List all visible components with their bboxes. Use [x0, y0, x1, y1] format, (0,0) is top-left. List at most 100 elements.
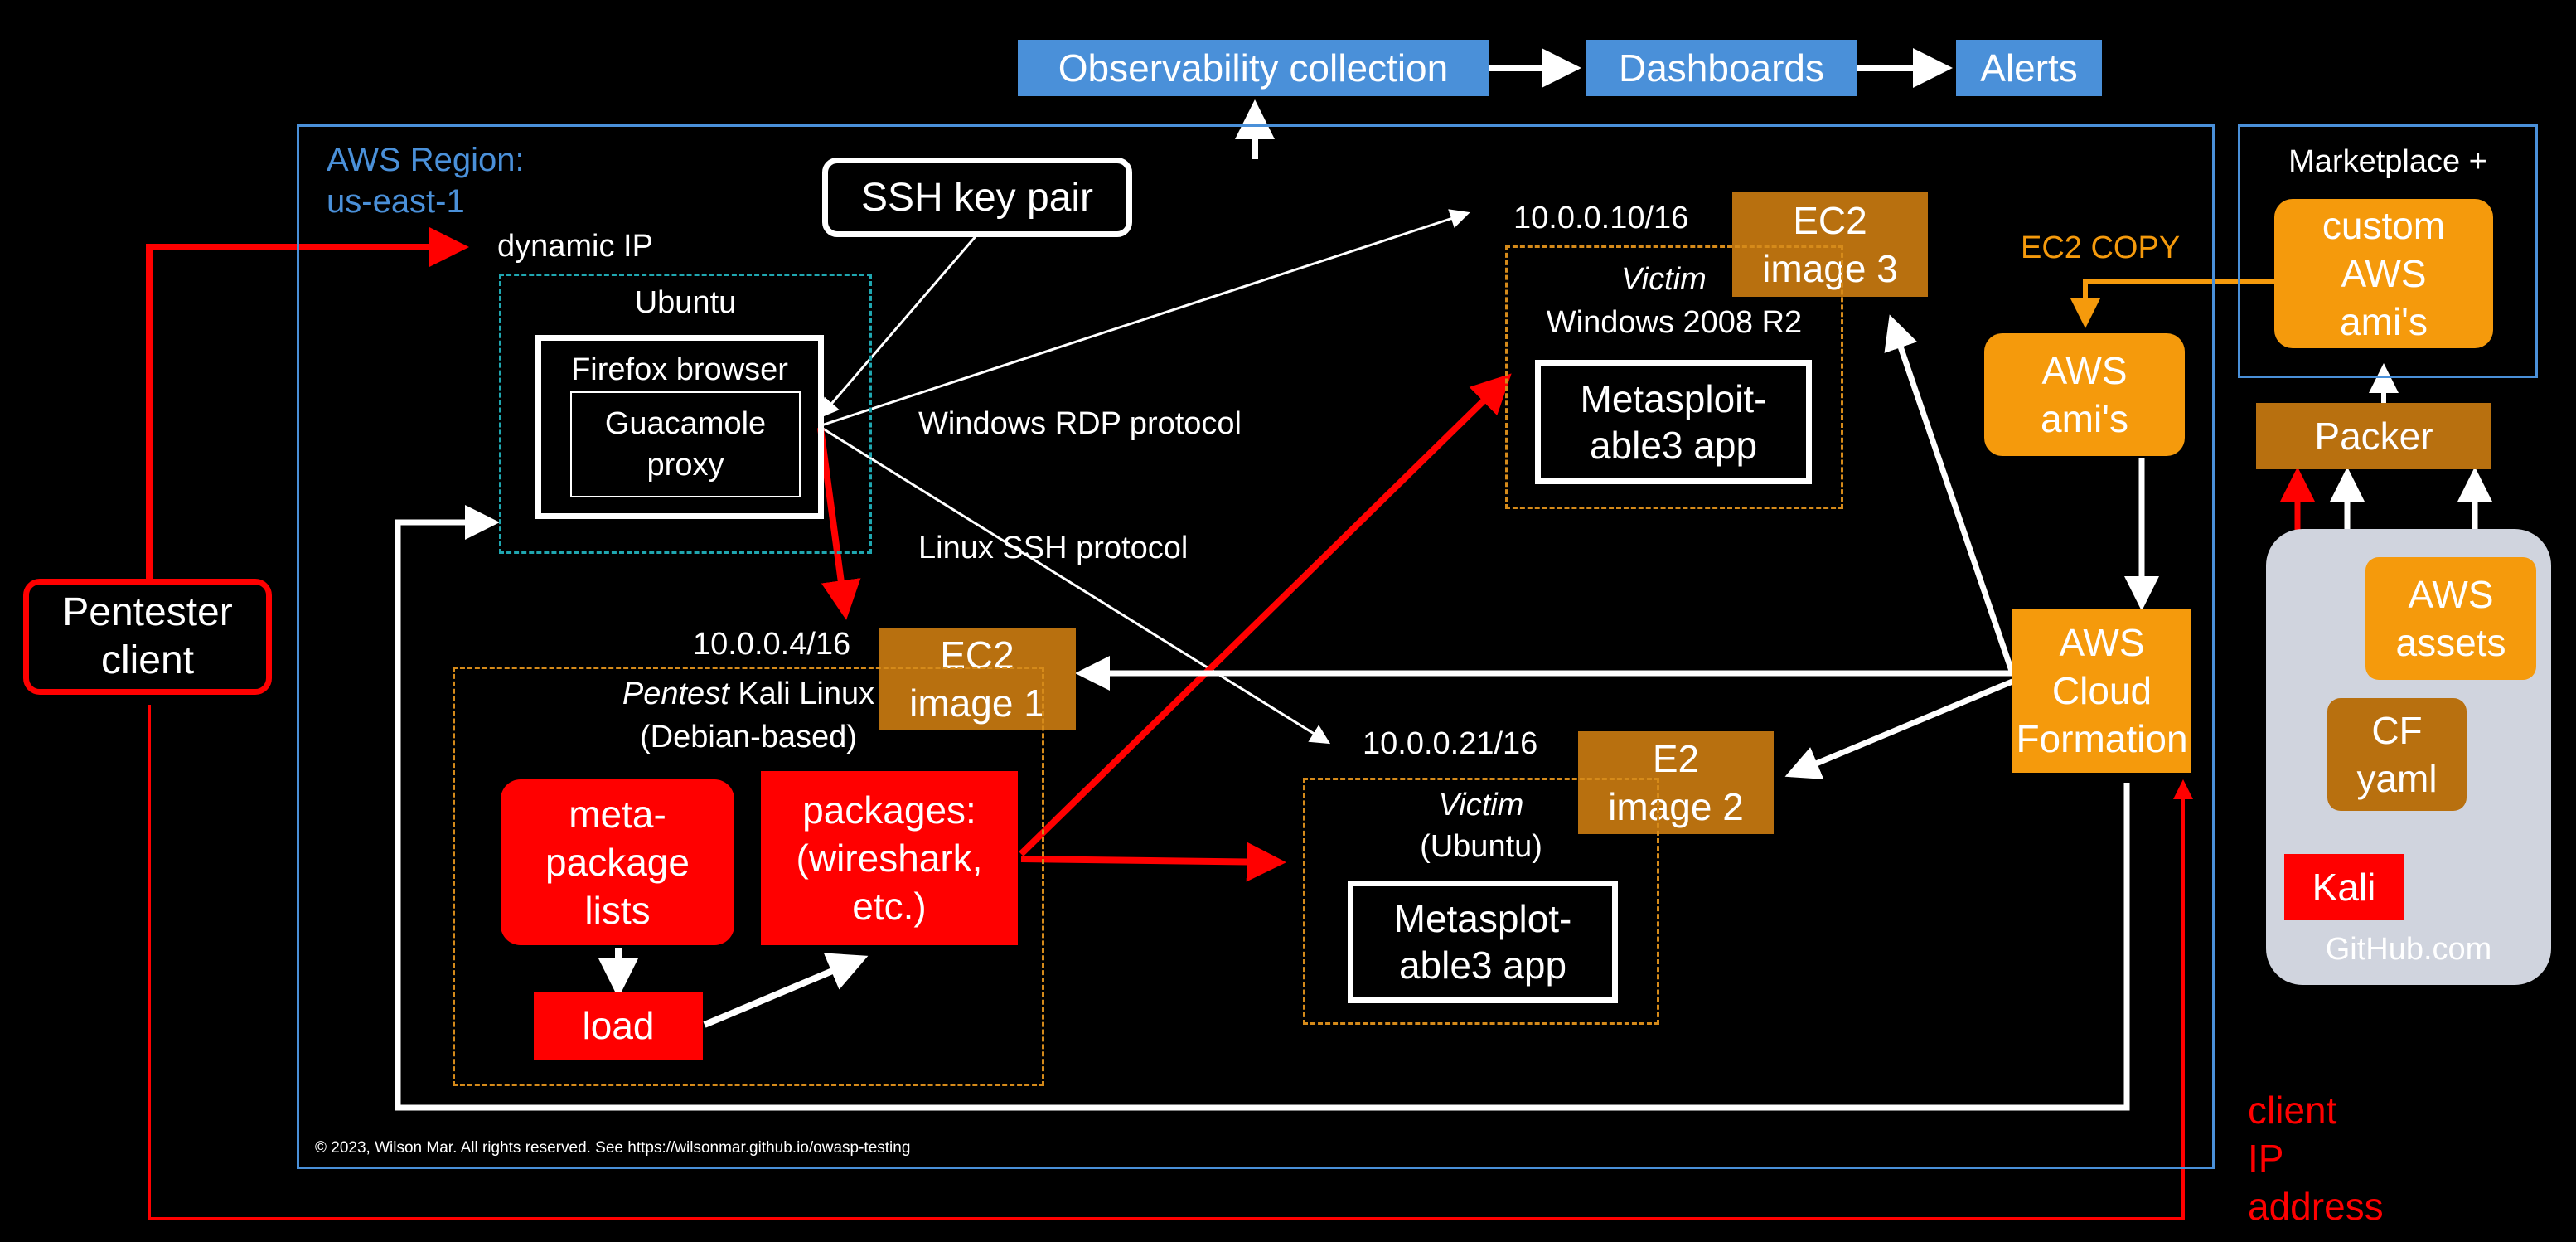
- arrow-cf-to-ubuntu: [395, 505, 2130, 1111]
- ubuntu-container: [499, 274, 872, 554]
- pentester-line1: Pentester: [62, 590, 233, 634]
- arrow-guacamole-to-kali: [817, 427, 861, 620]
- packages-line3: etc.): [852, 885, 927, 928]
- client-ip-address-label: client IP address: [2248, 1086, 2384, 1230]
- linux-ssh-label: Linux SSH protocol: [918, 531, 1189, 565]
- ec2-image3-box: EC2 image 3: [1732, 192, 1928, 297]
- guacamole-proxy-box: Guacamole proxy: [570, 391, 801, 497]
- client-ip-line1: client: [2248, 1089, 2337, 1132]
- dashboards-label: Dashboards: [1618, 46, 1825, 90]
- ubuntu-victim-container: [1303, 778, 1659, 1025]
- ec2-image1-line2: image 1: [909, 682, 1045, 725]
- load-label: load: [582, 1004, 655, 1047]
- ec2-image1-line1: EC2: [940, 633, 1014, 677]
- arrow-cf-to-image3: [1884, 314, 2016, 675]
- cf-line3: Formation: [2016, 717, 2188, 760]
- aws-region-line2: us-east-1: [327, 183, 465, 220]
- windows-app-line2: able3 app: [1589, 424, 1758, 467]
- firefox-browser-box: Firefox browser: [535, 335, 824, 519]
- ssh-key-pair-label: SSH key pair: [860, 175, 1094, 220]
- windows-victim-container: [1505, 245, 1843, 509]
- kali-title: Pentest Kali Linux: [453, 677, 1044, 712]
- meta-line2: package: [545, 841, 690, 884]
- ubuntu-metasploitable-box: Metasplot- able3 app: [1348, 881, 1618, 1003]
- kali-source-label: Kali: [2312, 866, 2376, 909]
- custom-amis-box: custom AWS ami's: [2274, 199, 2493, 348]
- kali-ip-label: 10.0.0.4/16: [693, 627, 851, 662]
- arrow-ssh-key-to-guacamole: [819, 235, 978, 419]
- ec2-image3-line2: image 3: [1762, 247, 1898, 290]
- kali-subtitle: (Debian-based): [640, 720, 857, 754]
- kali-title-italic: Pentest: [622, 677, 729, 711]
- windows-app-line1: Metasploit-: [1580, 377, 1767, 420]
- windows-os-label: Windows 2008 R2: [1546, 305, 1803, 340]
- packer-label: Packer: [2314, 415, 2433, 458]
- load-box: load: [534, 992, 703, 1060]
- custom-line2: AWS: [2341, 252, 2427, 295]
- cf-line2: Cloud: [2051, 669, 2152, 712]
- pentester-line2: client: [100, 638, 195, 682]
- dynamic-ip-label: dynamic IP: [497, 229, 653, 264]
- cf-line1: AWS: [2059, 621, 2145, 664]
- line-client-ip-address: [148, 705, 2193, 1220]
- ubuntu-app-line2: able3 app: [1398, 944, 1567, 987]
- kali-container: [453, 667, 1044, 1086]
- ubuntu-app-line1: Metasplot-: [1393, 897, 1572, 940]
- e2-image2-line2: image 2: [1608, 785, 1744, 828]
- windows-metasploitable-box: Metasploit- able3 app: [1535, 360, 1812, 484]
- assets-line1: AWS: [2408, 573, 2494, 616]
- arrow-rdp: [818, 209, 1470, 428]
- packer-box: Packer: [2256, 403, 2491, 469]
- windows-ip-label: 10.0.0.10/16: [1513, 201, 1689, 235]
- aws-region-label: AWS Region: us-east-1: [327, 139, 525, 222]
- arrow-linux-ssh: [818, 425, 1331, 745]
- github-label: GitHub.com: [2325, 932, 2492, 967]
- arrow-cf-to-image2: [1784, 678, 2014, 779]
- dashboards-box: Dashboards: [1586, 40, 1857, 96]
- client-ip-line2: IP: [2248, 1137, 2284, 1180]
- copyright-notice: © 2023, Wilson Mar. All rights reserved.…: [315, 1139, 911, 1157]
- guacamole-line2: proxy: [646, 448, 724, 483]
- arrow-load-to-packages: [703, 953, 869, 1028]
- meta-line1: meta-: [569, 793, 666, 836]
- alerts-label: Alerts: [1980, 46, 2078, 90]
- ubuntu-label: Ubuntu: [634, 285, 737, 320]
- e2-image2-line1: E2: [1652, 737, 1700, 780]
- kali-title-rest: Kali Linux: [729, 677, 875, 711]
- windows-rdp-label: Windows RDP protocol: [918, 406, 1242, 441]
- arrow-packages-to-ubuntu: [1020, 842, 1286, 882]
- packages-line2: (wireshark,: [796, 837, 983, 880]
- packages-box: packages: (wireshark, etc.): [761, 771, 1018, 945]
- windows-victim-label: Victim: [1621, 262, 1707, 297]
- marketplace-container: [2238, 124, 2538, 378]
- guacamole-line1: Guacamole: [604, 406, 767, 441]
- packages-line1: packages:: [802, 788, 976, 832]
- ubuntu-victim-ip-label: 10.0.0.21/16: [1363, 726, 1538, 761]
- ec2-copy-label: EC2 COPY: [2021, 230, 2181, 265]
- observability-collection-box: Observability collection: [1018, 40, 1489, 96]
- aws-amis-line2: ami's: [2041, 397, 2128, 440]
- aws-assets-box: AWS assets: [2365, 557, 2536, 680]
- ubuntu-victim-os: (Ubuntu): [1420, 829, 1542, 864]
- ssh-key-pair-box: SSH key pair: [822, 158, 1132, 237]
- firefox-browser-label: Firefox browser: [571, 352, 788, 387]
- alerts-box: Alerts: [1956, 40, 2102, 96]
- arrow-ec2-copy: [2070, 279, 2274, 328]
- aws-region-boundary: [297, 124, 2215, 1169]
- kali-source-box: Kali: [2284, 854, 2404, 920]
- marketplace-label: Marketplace +: [2288, 144, 2487, 179]
- client-ip-line3: address: [2248, 1185, 2384, 1228]
- aws-region-line1: AWS Region:: [327, 142, 525, 178]
- custom-line3: ami's: [2340, 300, 2428, 343]
- cfyaml-line2: yaml: [2356, 757, 2438, 800]
- aws-amis-line1: AWS: [2041, 349, 2128, 392]
- assets-line2: assets: [2395, 621, 2506, 664]
- aws-cloudformation-box: AWS Cloud Formation: [2012, 609, 2191, 773]
- arrow-pentester-to-dynamic-ip: [146, 227, 469, 580]
- cfyaml-line1: CF: [2371, 709, 2423, 752]
- e2-image2-box: E2 image 2: [1578, 731, 1774, 834]
- meta-line3: lists: [584, 889, 651, 932]
- meta-package-lists-box: meta- package lists: [501, 779, 734, 945]
- ec2-image3-line1: EC2: [1793, 199, 1867, 242]
